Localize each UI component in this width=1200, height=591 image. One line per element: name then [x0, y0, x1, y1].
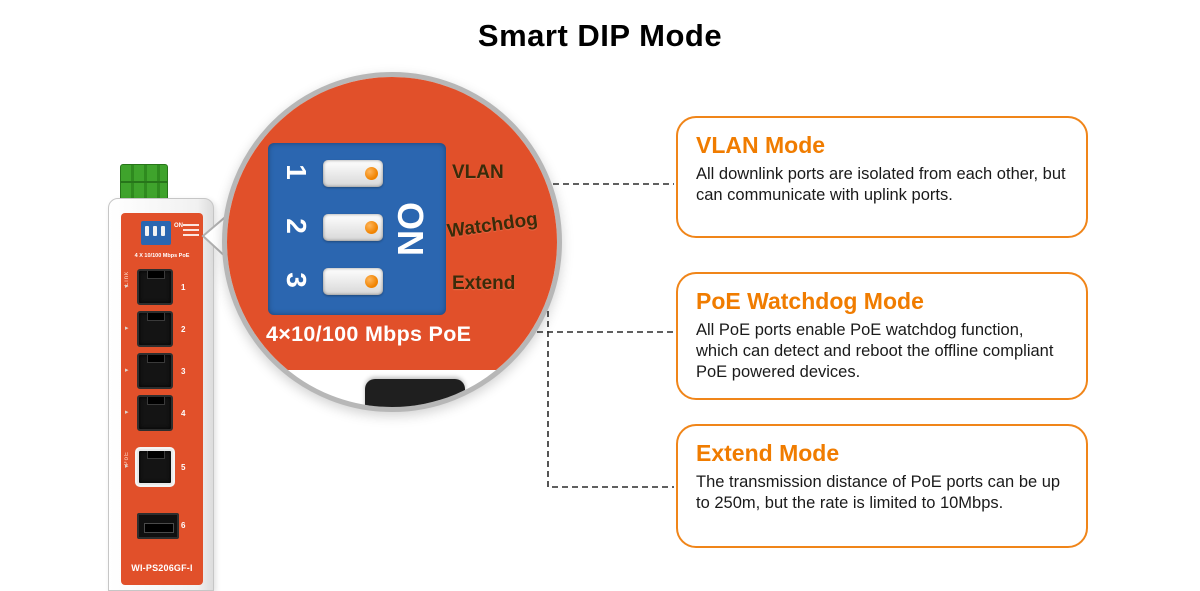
- port-number: 6: [181, 521, 186, 530]
- port-number: 1: [181, 283, 186, 292]
- mini-dip-toggle-3: [161, 226, 165, 236]
- magnifier-circle: 1 2 3 ON VLAN Watchdog Extend 4×10/100 M…: [222, 72, 562, 412]
- dip-switch-dot: [365, 167, 378, 180]
- callout-title: PoE Watchdog Mode: [696, 288, 924, 314]
- dip-switch-dot: [365, 221, 378, 234]
- port-number: 4: [181, 409, 186, 418]
- callout-body: All downlink ports are isolated from eac…: [696, 165, 1066, 204]
- rj45-port-1: [137, 269, 173, 305]
- port-number: 2: [181, 325, 186, 334]
- zoomed-port-shape: [365, 379, 465, 407]
- callout-extend-mode: Extend Mode The transmission distance of…: [676, 424, 1088, 548]
- callout-poe-watchdog-mode: PoE Watchdog Mode All PoE ports enable P…: [676, 272, 1088, 400]
- dip-switch-slider-1: [323, 160, 383, 187]
- device-front-panel: ON 4 X 10/100 Mbps PoE Link ▸ 1 ▸ 2 ▸ 3 …: [121, 213, 203, 585]
- callout-title: Extend Mode: [696, 440, 840, 466]
- dip-label-vlan: VLAN: [452, 162, 504, 183]
- lens-caption: 4×10/100 Mbps PoE: [266, 322, 472, 346]
- callout-vlan-mode: VLAN Mode All downlink ports are isolate…: [676, 116, 1088, 238]
- mini-dip-switch: [141, 221, 171, 245]
- dip-label-watchdog: Watchdog: [445, 208, 540, 243]
- mini-dip-labels: [183, 221, 199, 239]
- dip-switch-number: 3: [281, 272, 312, 288]
- poe-switch-device: ON 4 X 10/100 Mbps PoE Link ▸ 1 ▸ 2 ▸ 3 …: [108, 198, 214, 591]
- zoomed-front-panel: 1 2 3 ON VLAN Watchdog Extend 4×10/100 M…: [227, 77, 557, 370]
- mini-dip-toggle-2: [153, 226, 157, 236]
- device-model-label: WI-PS206GF-I: [131, 563, 193, 573]
- port-number: 5: [181, 463, 186, 472]
- sfp-port-6: [137, 513, 179, 539]
- callout-title: VLAN Mode: [696, 132, 826, 158]
- device-panel-text: 4 X 10/100 Mbps PoE: [134, 253, 190, 259]
- led-arrow-icon: ▸: [125, 463, 129, 470]
- callout-body: The transmission distance of PoE ports c…: [696, 473, 1061, 512]
- dip-switch-number: 1: [281, 164, 312, 180]
- rj45-port-2: [137, 311, 173, 347]
- led-arrow-icon: ▸: [125, 367, 129, 374]
- rj45-port-5: [137, 449, 173, 485]
- dip-label-extend: Extend: [452, 273, 516, 294]
- mini-dip-toggle-1: [145, 226, 149, 236]
- dip-switch-panel: 1 2 3 ON: [268, 143, 446, 315]
- power-terminal-block: [120, 164, 168, 204]
- rj45-port-3: [137, 353, 173, 389]
- callout-body: All PoE ports enable PoE watchdog functi…: [696, 321, 1054, 381]
- rj45-port-4: [137, 395, 173, 431]
- port-number: 3: [181, 367, 186, 376]
- mini-dip-on-label: ON: [174, 223, 183, 229]
- dip-switch-dot: [365, 275, 378, 288]
- led-arrow-icon: ▸: [125, 325, 129, 332]
- led-arrow-icon: ▸: [125, 409, 129, 416]
- dip-switch-slider-2: [323, 214, 383, 241]
- dip-on-label: ON: [390, 202, 431, 256]
- dip-switch-slider-3: [323, 268, 383, 295]
- dip-switch-number: 2: [281, 218, 312, 234]
- page-title: Smart DIP Mode: [477, 18, 723, 53]
- led-arrow-icon: ▸: [125, 283, 129, 290]
